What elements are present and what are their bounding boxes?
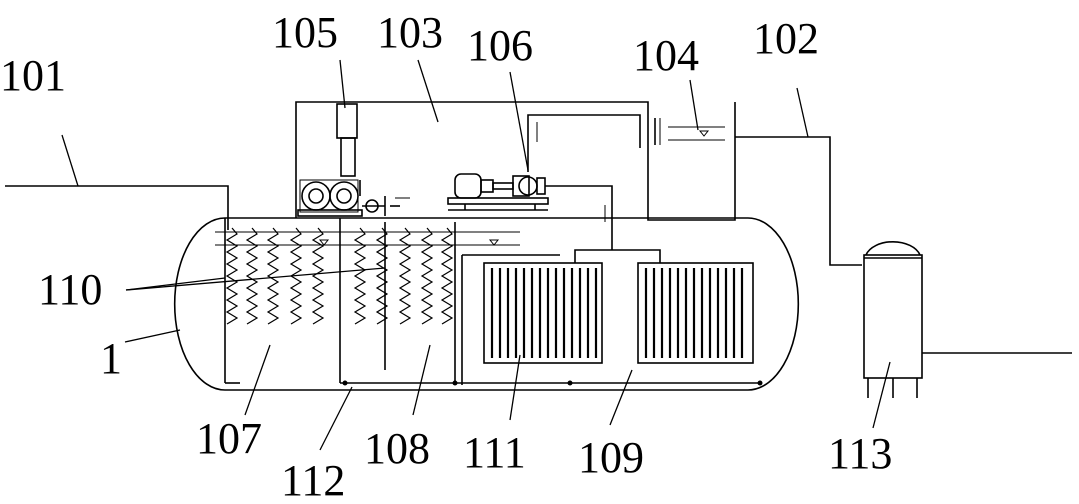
water-level-mark (488, 239, 500, 246)
label-113: 113 (828, 429, 892, 478)
suction-pump (447, 173, 549, 211)
label-107: 107 (196, 414, 262, 463)
main-tank (173, 217, 800, 391)
water-level-mark (318, 239, 330, 246)
aerator-dots (342, 380, 763, 386)
leader-lines (61, 59, 891, 451)
membrane-suction-pipe (545, 185, 613, 250)
label-105: 105 (272, 8, 338, 57)
water-level-mark (698, 130, 710, 137)
label-1: 1 (100, 334, 122, 383)
label-106: 106 (467, 21, 533, 70)
pump-discharge-pipe (527, 114, 641, 172)
label-102: 102 (753, 14, 819, 63)
blower (297, 103, 386, 217)
outlet-pipe (735, 136, 862, 266)
label-103: 103 (377, 8, 443, 57)
label-109: 109 (578, 433, 644, 482)
membrane-module-1 (483, 262, 603, 364)
biofilm-carriers (225, 227, 454, 325)
equipment-room (295, 101, 736, 221)
label-101: 101 (0, 51, 66, 100)
label-110: 110 (38, 265, 102, 314)
label-111: 111 (463, 428, 526, 477)
label-112: 112 (281, 456, 345, 504)
label-104: 104 (633, 31, 699, 80)
disinfection-vessel (863, 241, 923, 398)
label-108: 108 (364, 424, 430, 473)
membrane-manifold (574, 249, 661, 263)
inlet-pipe (5, 185, 229, 230)
membrane-module-2 (637, 262, 754, 364)
